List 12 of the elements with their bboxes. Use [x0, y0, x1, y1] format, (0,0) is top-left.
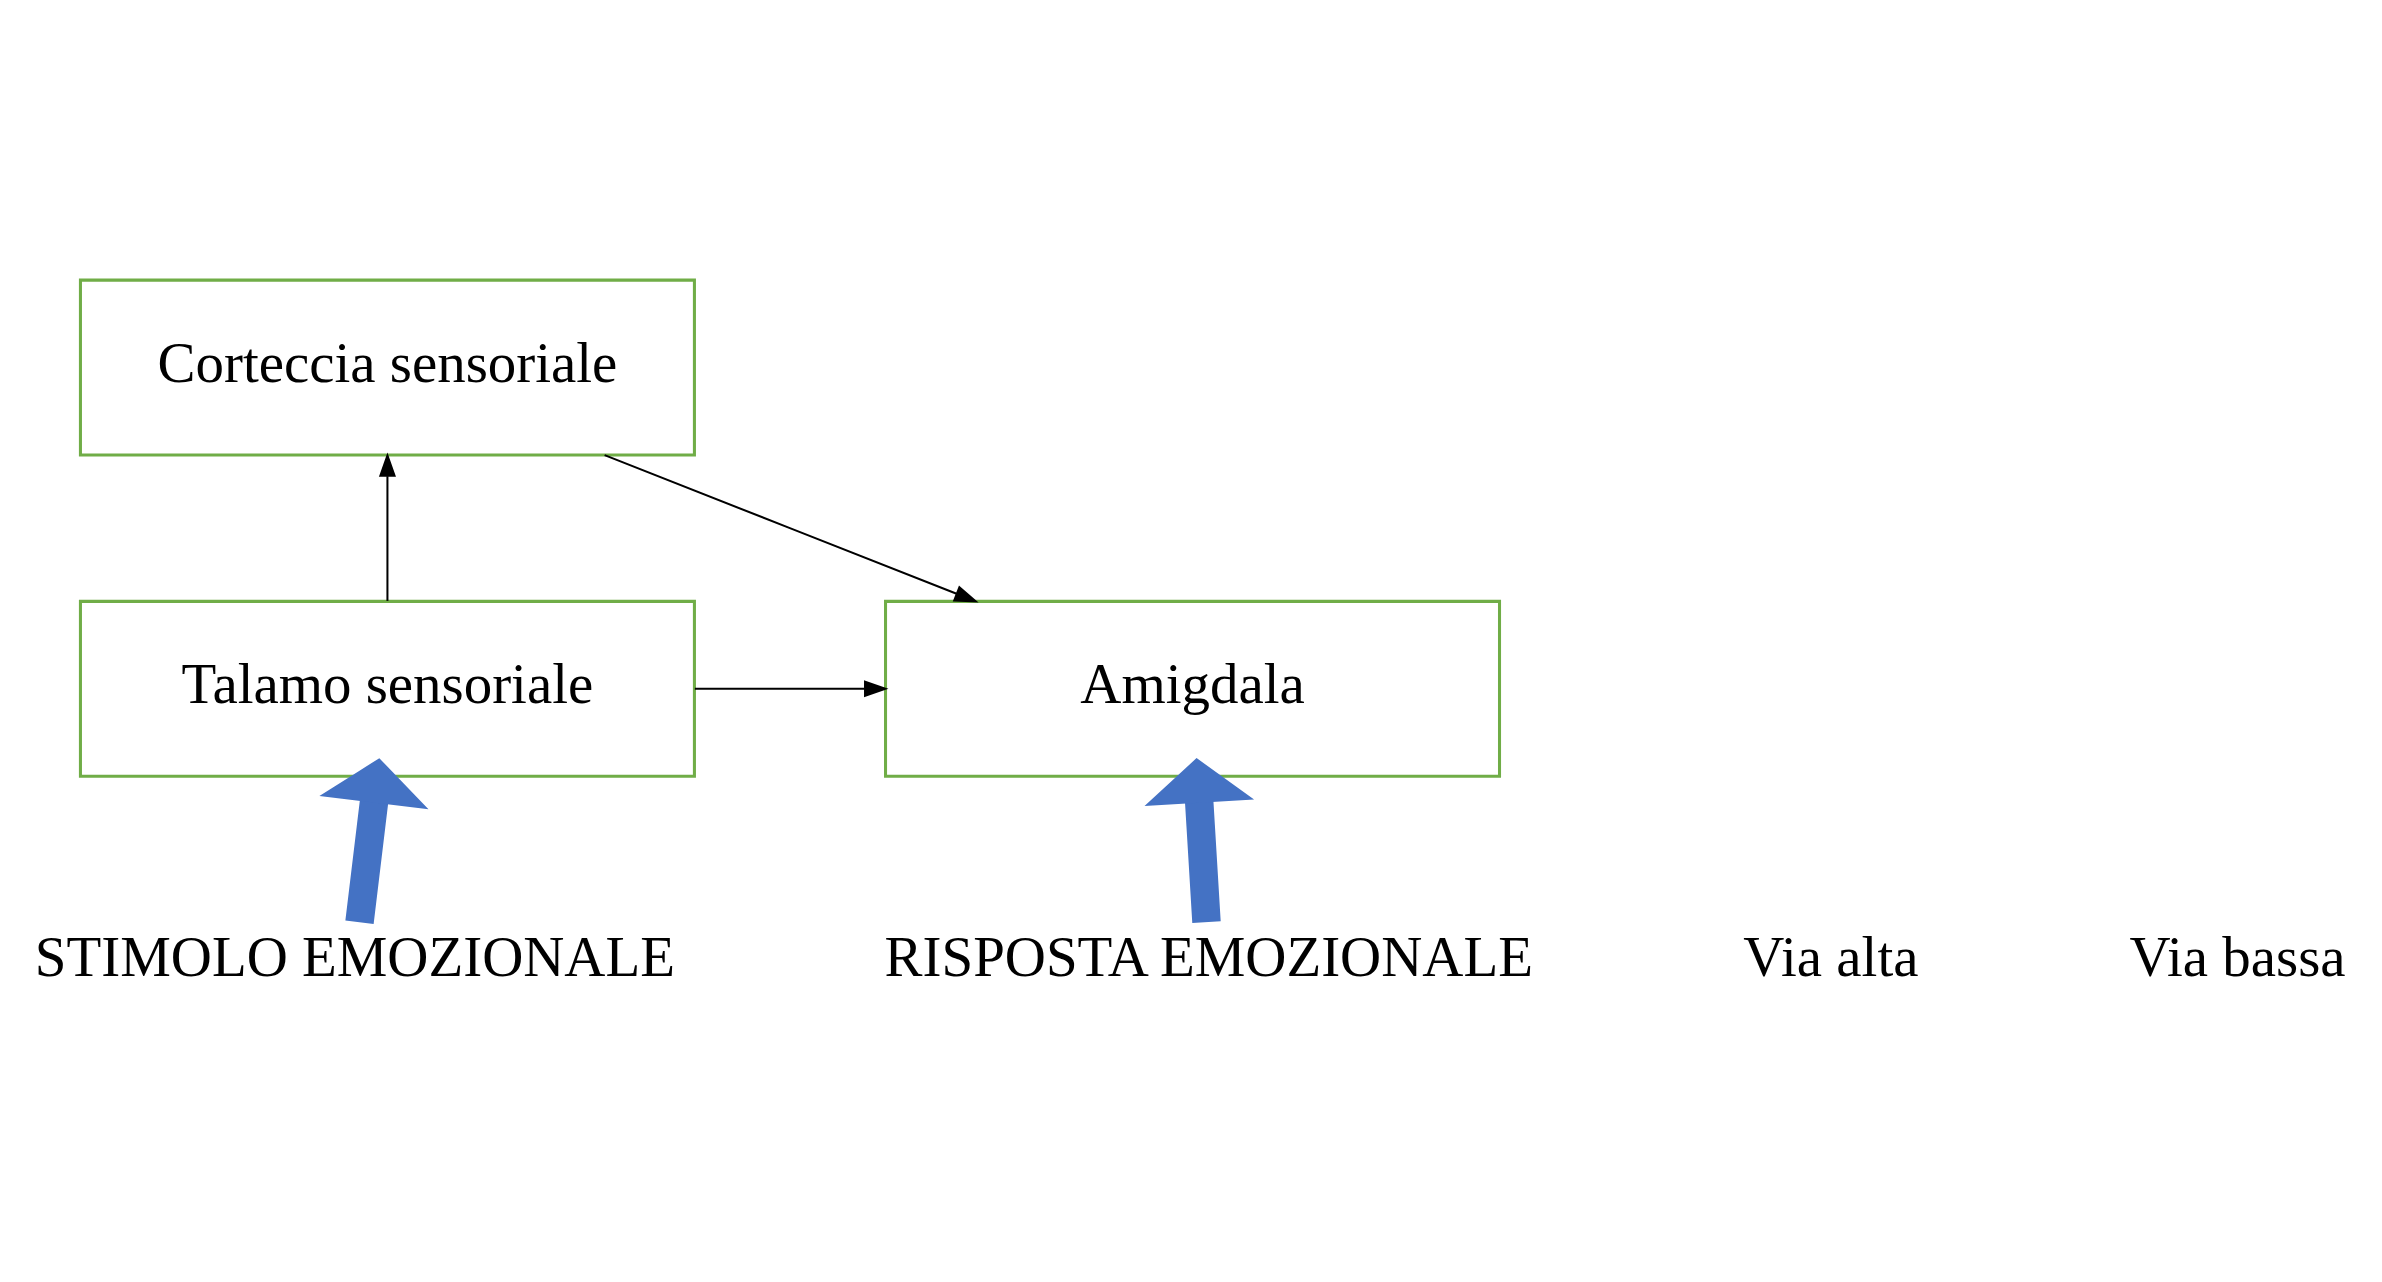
arrow [604, 454, 979, 603]
label: Via bassa [2129, 925, 2346, 989]
label: Via alta [1743, 925, 1919, 989]
arrow [694, 680, 889, 698]
arrow [378, 452, 396, 601]
node-box: Talamo sensoriale [78, 599, 696, 778]
node-text: STIMOLO EMOZIONALE [34, 925, 675, 989]
node-box: Amigdala [884, 599, 1502, 778]
node-box: Corteccia sensoriale [78, 278, 696, 457]
arrow [319, 758, 429, 924]
node-text: RISPOSTA EMOZIONALE [884, 925, 1533, 989]
arrow [1144, 758, 1255, 924]
